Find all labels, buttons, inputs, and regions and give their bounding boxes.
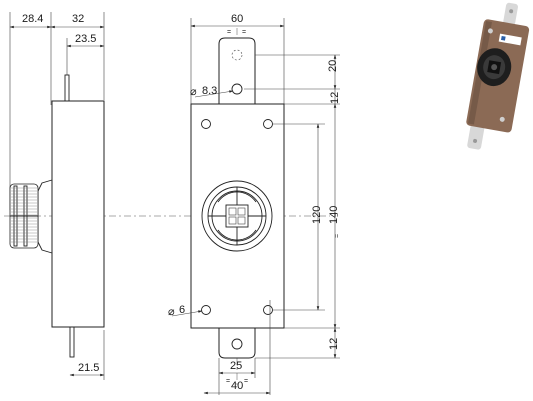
side-bottom-tab bbox=[69, 326, 75, 358]
side-top-tab bbox=[64, 74, 70, 104]
top-tab-symmetry-mark: = bbox=[227, 29, 231, 36]
leader-hole-diameter bbox=[194, 90, 234, 98]
bottom-tab-mount-hole bbox=[231, 338, 243, 350]
dimension-side-inner-depth: 23.5 bbox=[75, 33, 96, 45]
screw-hole-bottom-left bbox=[201, 305, 211, 315]
dimension-side-body-depth: 32 bbox=[72, 13, 84, 25]
front-bottom-tab bbox=[218, 327, 256, 359]
top-tab-upper-hole bbox=[231, 49, 243, 61]
photo-top-tab bbox=[503, 2, 518, 26]
photo-bottom-tab bbox=[467, 124, 485, 150]
side-knob bbox=[9, 183, 39, 249]
dimension-body-height: 140 bbox=[328, 206, 340, 224]
dimension-side-knob-depth: 28.4 bbox=[22, 13, 43, 25]
dimension-hole-diameter: 8.3 bbox=[202, 85, 217, 97]
dimension-hole-diameter-symbol: ⌀ bbox=[190, 86, 197, 98]
dimension-bottom-overall-width: 40 bbox=[231, 380, 243, 392]
front-top-tab bbox=[218, 37, 256, 105]
front-view: 60 = = ⌀ 8.3 20 12 bbox=[168, 13, 341, 395]
front-knob bbox=[201, 180, 273, 252]
dimension-side-bottom-depth: 21.5 bbox=[78, 362, 99, 374]
dimension-screw-diameter-symbol: ⌀ bbox=[168, 306, 175, 318]
body-symmetry-mark: = bbox=[334, 234, 341, 238]
dimension-top-tab-offset: 12 bbox=[329, 92, 341, 104]
dimension-screw-diameter: 6 bbox=[179, 304, 185, 316]
screw-hole-bottom-right bbox=[263, 305, 273, 315]
top-tab-mount-hole bbox=[231, 83, 243, 95]
dimension-bottom-tab-offset: 12 bbox=[328, 338, 340, 350]
screw-hole-top-right bbox=[263, 119, 273, 129]
product-photo bbox=[466, 2, 530, 150]
dimension-tab-height: 20 bbox=[327, 60, 339, 72]
front-plate bbox=[190, 103, 285, 329]
body-symmetry-mark: = bbox=[334, 213, 341, 217]
dimension-bottom-tab-width: 25 bbox=[230, 360, 242, 372]
top-tab-symmetry-mark: = bbox=[242, 29, 246, 36]
dimension-front-width: 60 bbox=[231, 13, 243, 25]
side-body bbox=[51, 100, 105, 328]
bottom-tab-symmetry-mark: = bbox=[226, 378, 230, 385]
dimension-screw-spacing: 120 bbox=[311, 206, 323, 224]
side-knob-neck bbox=[37, 179, 53, 254]
side-view: 28.4 32 23.5 21.5 bbox=[4, 12, 330, 380]
bottom-tab-symmetry-mark: = bbox=[244, 378, 248, 385]
screw-hole-top-left bbox=[201, 119, 211, 129]
leader-screw-diameter bbox=[171, 310, 203, 317]
